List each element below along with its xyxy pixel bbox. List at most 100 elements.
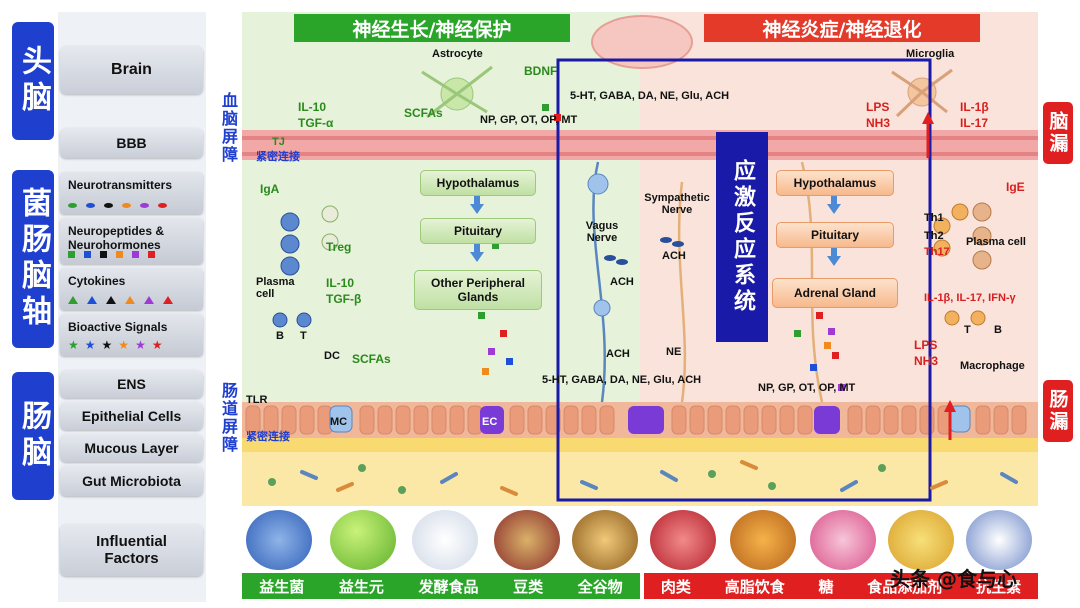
label-scfas-bottom: SCFAs bbox=[352, 352, 391, 366]
nav-microbiota[interactable]: Gut Microbiota bbox=[60, 466, 203, 496]
label-t-left: T bbox=[300, 330, 307, 342]
badge-gut-leak: 肠漏 bbox=[1043, 380, 1073, 442]
nav-neuropeptides-label: Neuropeptides & Neurohormones bbox=[68, 224, 165, 252]
label-ige: IgE bbox=[1006, 180, 1025, 194]
label-tight-junction-bottom: 紧密连接 bbox=[246, 431, 290, 443]
antibiotics-image bbox=[966, 510, 1032, 570]
meat-image bbox=[650, 510, 716, 570]
nav-influential[interactable]: Influential Factors bbox=[60, 524, 203, 576]
label-nh3-top: NH3 bbox=[866, 116, 891, 130]
label-tlr: TLR bbox=[246, 394, 268, 406]
arrow-down-icon bbox=[827, 196, 841, 214]
label-ec: EC bbox=[482, 416, 498, 428]
arrow-down-icon bbox=[470, 196, 484, 214]
yogurt-image bbox=[412, 510, 478, 570]
label-t-right: T bbox=[964, 324, 971, 336]
box-adrenal-gland: Adrenal Gland bbox=[772, 278, 898, 308]
nav-bioactive[interactable]: Bioactive Signals ★★★★★★ bbox=[60, 314, 203, 356]
arrow-down-icon bbox=[470, 244, 484, 262]
label-tgfb: TGF-β bbox=[326, 292, 362, 306]
arrow-down-icon bbox=[827, 248, 841, 266]
apple-image bbox=[330, 510, 396, 570]
label-mc: MC bbox=[330, 416, 348, 428]
label-lps-bottom: LPS bbox=[914, 338, 938, 352]
label-tj-top: TJ bbox=[272, 136, 285, 148]
label-il10-mid: IL-10 bbox=[326, 276, 355, 290]
food-probiotics: 益生菌 bbox=[259, 577, 305, 596]
nav-neurotransmitters-label: Neurotransmitters bbox=[68, 178, 173, 192]
nav-epithelial[interactable]: Epithelial Cells bbox=[60, 402, 203, 430]
label-ach-mid: ACH bbox=[662, 250, 686, 262]
nav-bbb[interactable]: BBB bbox=[60, 128, 203, 158]
label-iga: IgA bbox=[260, 182, 280, 196]
label-th1: Th1 bbox=[924, 212, 944, 224]
header-neuroprotection: 神经生长/神经保护 bbox=[294, 14, 570, 42]
label-np-top: NP, GP, OT, OP, MT bbox=[480, 114, 578, 126]
probiotics-image bbox=[246, 510, 312, 570]
header-neurodegeneration: 神经炎症/神经退化 bbox=[704, 14, 980, 42]
label-nt-top: 5-HT, GABA, DA, NE, Glu, ACH bbox=[570, 90, 730, 102]
label-tight-junction-top: 紧密连接 bbox=[256, 151, 300, 163]
label-il1b-top: IL-1β bbox=[960, 100, 989, 114]
label-microglia: Microglia bbox=[906, 48, 955, 60]
box-pituitary-right: Pituitary bbox=[776, 222, 894, 248]
box-hypothalamus-left: Hypothalamus bbox=[420, 170, 536, 196]
food-meat: 肉类 bbox=[660, 577, 691, 596]
bioactive-legend: ★★★★★★ bbox=[68, 338, 163, 352]
label-bdnf: BDNF bbox=[524, 64, 558, 78]
label-ach-bottom: ACH bbox=[606, 348, 630, 360]
label-astrocyte: Astrocyte bbox=[432, 48, 483, 60]
category-gut[interactable]: 肠脑 bbox=[12, 372, 54, 500]
badge-brain-leak: 脑漏 bbox=[1043, 102, 1073, 164]
cupcake-image bbox=[810, 510, 876, 570]
nav-neuropeptides[interactable]: Neuropeptides & Neurohormones bbox=[60, 218, 203, 264]
food-high-fat: 高脂饮食 bbox=[724, 577, 785, 596]
box-hypothalamus-right: Hypothalamus bbox=[776, 170, 894, 196]
nav-brain[interactable]: Brain bbox=[60, 46, 203, 94]
nav-neurotransmitters[interactable]: Neurotransmitters bbox=[60, 172, 203, 214]
harmful-foods-bar: 肉类 高脂饮食 糖 食品添加剂 抗生素 bbox=[644, 573, 1038, 599]
food-fermented: 发酵食品 bbox=[418, 577, 479, 596]
label-nh3-bottom: NH3 bbox=[914, 354, 939, 368]
nav-cytokines[interactable]: Cytokines bbox=[60, 268, 203, 310]
label-th17: Th17 bbox=[924, 246, 950, 258]
cytokine-legend bbox=[68, 296, 173, 304]
bbb-label: 血脑屏障 bbox=[219, 92, 238, 164]
food-prebiotics: 益生元 bbox=[338, 577, 384, 596]
food-additives: 食品添加剂 bbox=[867, 577, 943, 596]
label-dc: DC bbox=[324, 350, 340, 362]
label-ach-vagus: ACH bbox=[610, 276, 634, 288]
grains-image bbox=[572, 510, 638, 570]
food-whole-grains: 全谷物 bbox=[577, 577, 623, 596]
food-antibiotics: 抗生素 bbox=[976, 577, 1022, 596]
label-th2: Th2 bbox=[924, 230, 944, 242]
watermark: 头条 @食与心 bbox=[890, 567, 1017, 591]
label-lps-top: LPS bbox=[866, 100, 890, 114]
label-il17-top: IL-17 bbox=[960, 116, 989, 130]
label-np-bottom: NP, GP, OT, OP, MT bbox=[758, 382, 856, 394]
beans-image bbox=[494, 510, 560, 570]
label-plasma-cell-left: Plasma cell bbox=[256, 276, 295, 300]
gut-barrier-label: 肠道屏障 bbox=[219, 382, 238, 454]
box-pituitary-left: Pituitary bbox=[420, 218, 536, 244]
label-b-right: B bbox=[994, 324, 1002, 336]
label-cytokines-right: IL-1β, IL-17, IFN-γ bbox=[924, 292, 1016, 304]
category-gut-brain-axis[interactable]: 菌肠脑轴 bbox=[12, 170, 54, 348]
label-macrophage: Macrophage bbox=[960, 360, 1025, 372]
label-il10-top: IL-10 bbox=[298, 100, 327, 114]
beneficial-foods-bar: 益生菌 益生元 发酵食品 豆类 全谷物 bbox=[242, 573, 640, 599]
label-tgfa: TGF-α bbox=[298, 116, 334, 130]
category-head[interactable]: 头脑 bbox=[12, 22, 54, 140]
neurotransmitter-legend bbox=[68, 203, 167, 208]
nav-bioactive-label: Bioactive Signals bbox=[68, 320, 168, 334]
nav-mucous[interactable]: Mucous Layer bbox=[60, 434, 203, 462]
nav-ens[interactable]: ENS bbox=[60, 370, 203, 398]
box-other-glands: Other Peripheral Glands bbox=[414, 270, 542, 310]
label-nt-bottom: 5-HT, GABA, DA, NE, Glu, ACH bbox=[542, 374, 702, 386]
label-b-left: B bbox=[276, 330, 284, 342]
additives-image bbox=[888, 510, 954, 570]
food-legumes: 豆类 bbox=[513, 577, 544, 596]
label-scfas-top: SCFAs bbox=[404, 106, 443, 120]
nav-cytokines-label: Cytokines bbox=[68, 274, 126, 288]
diagram-scene: 神经生长/神经保护 神经炎症/神经退化 应激反应系统 Astrocyte BDN… bbox=[242, 12, 1038, 506]
